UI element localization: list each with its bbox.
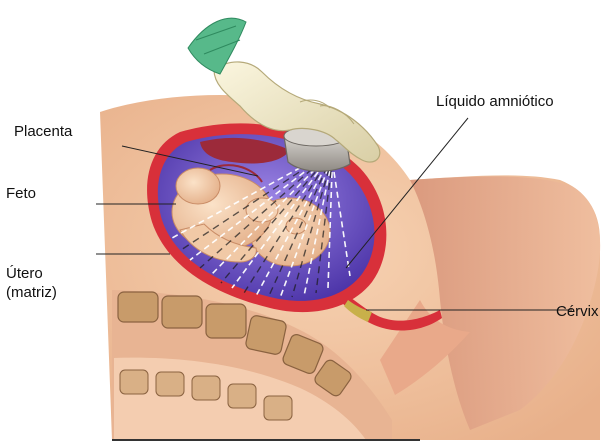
label-liquido-amniotico: Líquido amniótico: [436, 92, 554, 111]
label-utero-sub: (matriz): [6, 283, 57, 302]
label-cervix: Cérvix: [556, 302, 599, 321]
label-utero: Útero: [6, 264, 43, 283]
label-placenta: Placenta: [14, 122, 72, 141]
label-feto: Feto: [6, 184, 36, 203]
